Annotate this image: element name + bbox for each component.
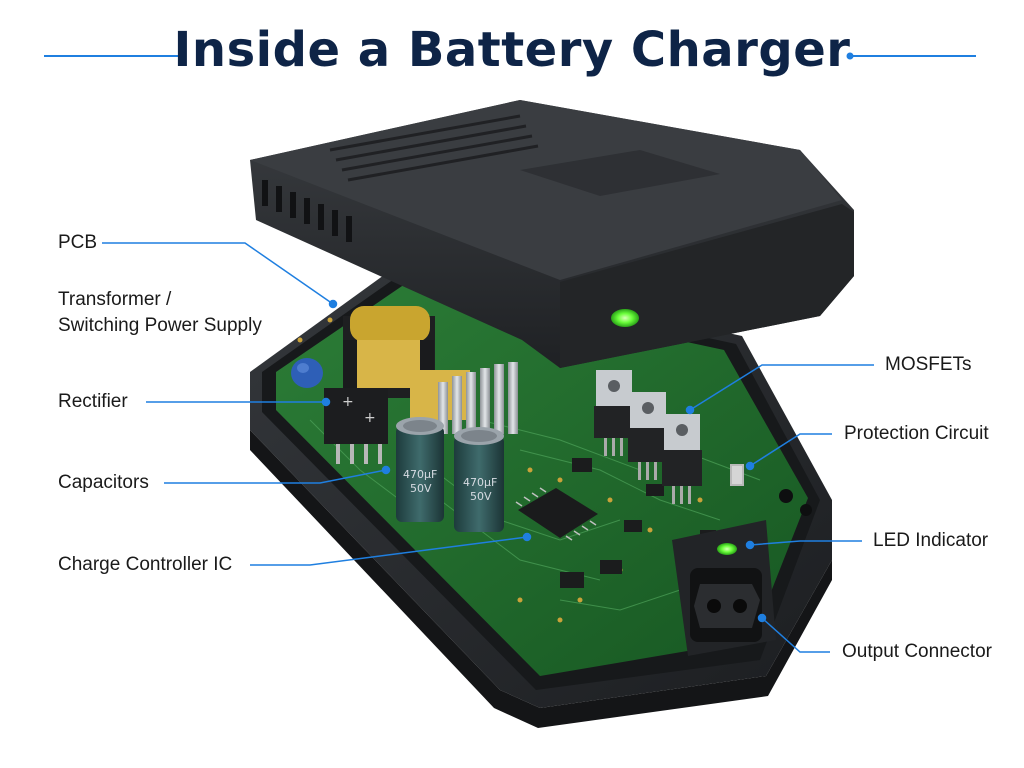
leader-led [749,540,862,546]
page-title: Inside a Battery Charger [173,22,851,78]
protection-component [730,464,744,486]
label-charge-controller: Charge Controller IC [58,554,233,575]
label-capacitors: Capacitors [58,472,149,493]
charge-controller-chip [515,487,598,541]
label-protection-circuit: Protection Circuit [844,423,989,444]
charger-lid [250,100,854,368]
leader-pcb [102,242,334,305]
title-decoration [44,52,976,60]
inner-led [717,543,737,555]
electrolytic-capacitor-right: 470µF 50V [454,427,504,532]
rectifier-bridge: + + [324,388,388,464]
label-pcb: PCB [58,232,98,253]
mosfet-2 [628,392,668,480]
output-connector [672,520,776,656]
label-output-connector: Output Connector [842,641,992,662]
electrolytic-capacitor-left: 470µF 50V [396,417,444,522]
capacitor-right-voltage: 50V [470,490,492,503]
label-transformer-line1: Transformer / [58,289,172,310]
capacitor-left-voltage: 50V [410,482,432,495]
heat-sink [438,362,518,434]
capacitor-right-value: 470µF [463,476,497,489]
label-led-indicator: LED Indicator [873,530,989,551]
leader-capacitors [164,469,387,484]
screw-holes [779,489,812,516]
lid-led-indicator [611,309,639,327]
mosfet-3 [662,414,702,504]
label-mosfets: MOSFETs [885,354,972,375]
label-rectifier: Rectifier [58,391,128,412]
leader-protection [749,433,832,467]
leader-controller [250,536,528,566]
capacitor-left-value: 470µF [403,468,437,481]
leader-mosfets [689,364,874,411]
svg-text:+: + [364,410,376,426]
svg-text:+: + [342,394,354,410]
mosfet-group [594,370,702,504]
mosfet-1 [594,370,634,456]
transformer [343,306,470,420]
ceramic-capacitor [291,358,323,388]
leader-output [761,617,830,653]
label-transformer-line2: Switching Power Supply [58,315,262,336]
leader-lines [102,242,874,653]
